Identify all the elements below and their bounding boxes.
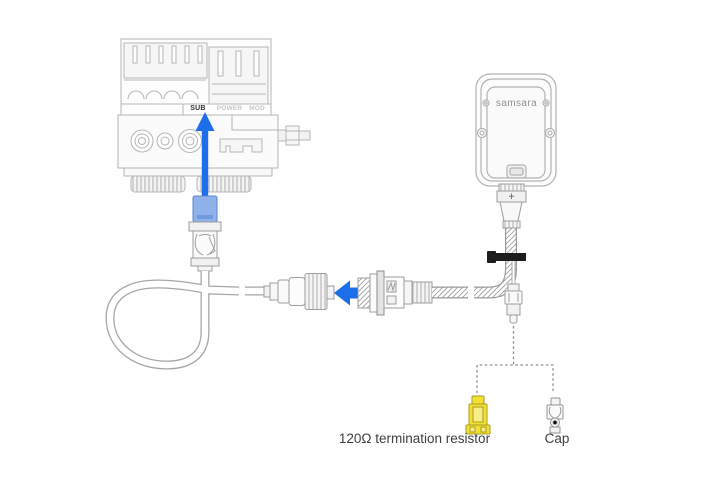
mod-port-label: MOD (249, 105, 265, 112)
termination-resistor-label: 120Ω termination resistor (338, 431, 491, 446)
braided-cable (432, 226, 517, 299)
samsara-device (475, 73, 557, 187)
samsara-logo: samsara (495, 97, 538, 109)
ecu-pin-slots-left (132, 45, 203, 64)
termination-resistor (465, 395, 491, 435)
sub-port-label: SUB (190, 104, 206, 112)
cap-connector (546, 397, 564, 434)
cap-label: Cap (544, 431, 570, 446)
branch-dashed-line (476, 326, 554, 393)
cable-plug-connector (263, 273, 335, 310)
stub-connector (504, 258, 523, 324)
ecu-illustration (117, 38, 311, 193)
arrow-up-icon (195, 112, 215, 201)
sub-cable-connector (188, 195, 222, 272)
ecu-side-fitting (277, 125, 311, 146)
cable-loop (105, 271, 265, 370)
arrow-left-icon (334, 280, 367, 306)
power-port-label: POWER (216, 105, 243, 112)
cable-gland (496, 183, 527, 229)
bulkhead-connector (357, 270, 433, 316)
zip-tie (487, 251, 526, 263)
ecu-pin-slots-right (217, 50, 260, 77)
